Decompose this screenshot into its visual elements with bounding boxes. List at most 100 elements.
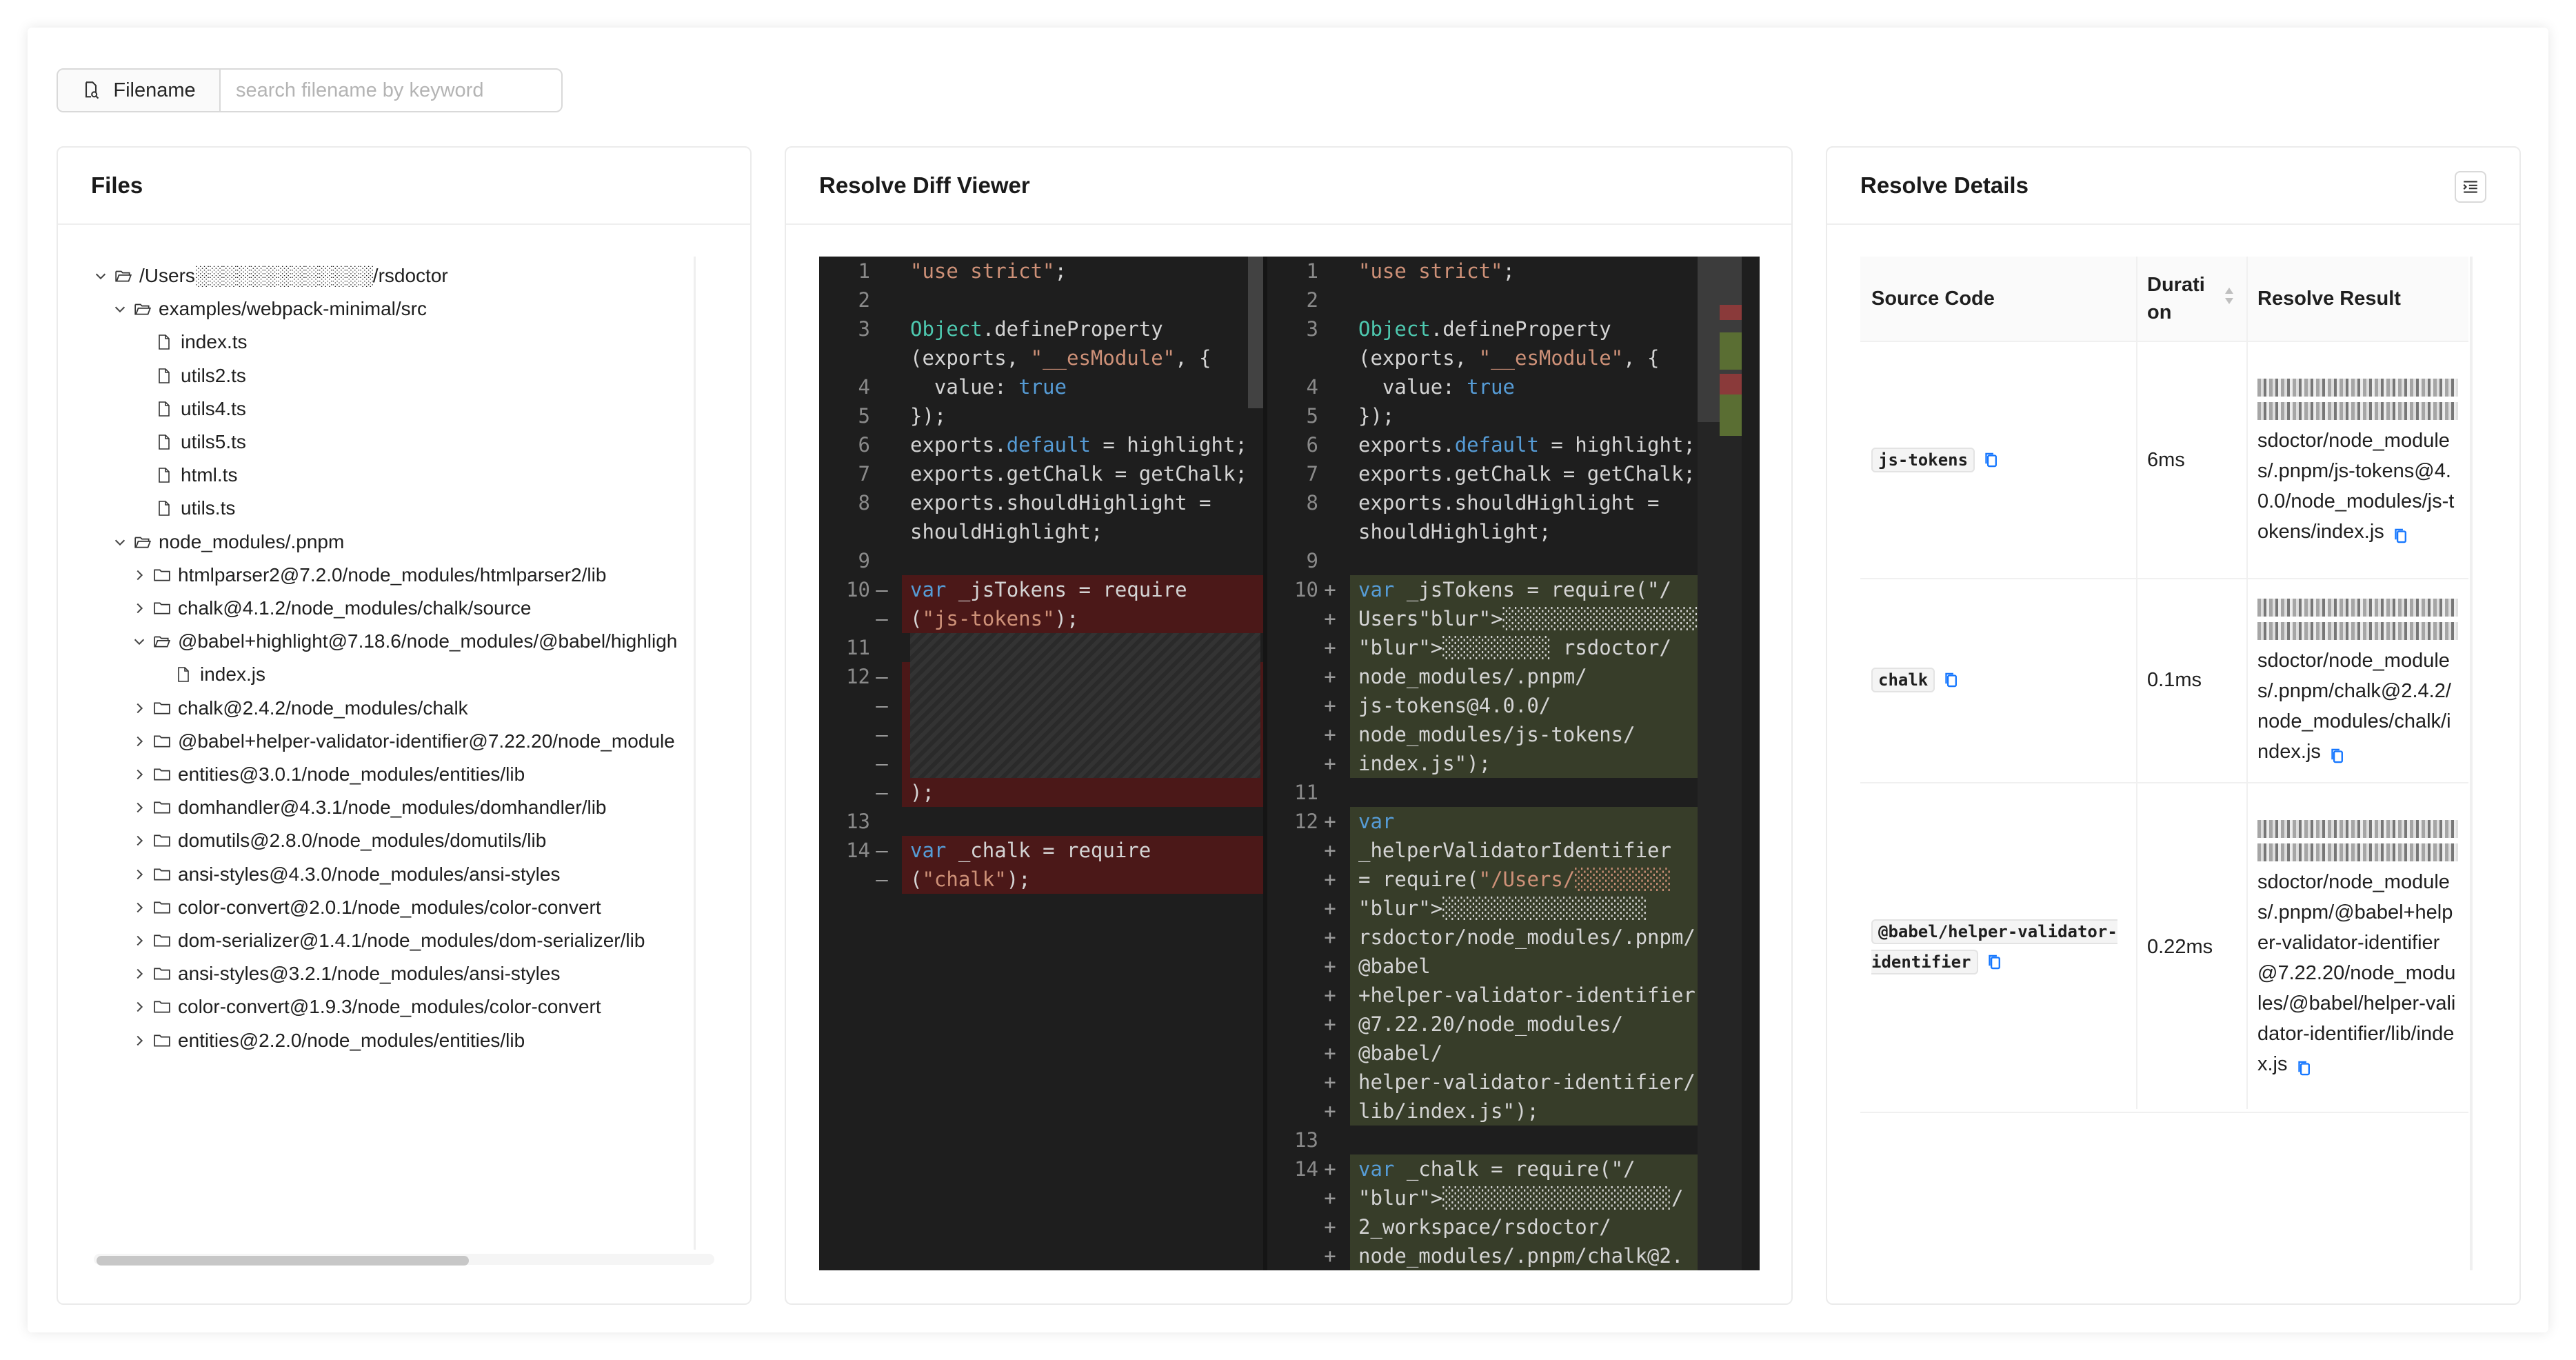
tree-node[interactable]: domutils@2.8.0/node_modules/domutils/lib xyxy=(131,824,546,857)
chevron-right-icon[interactable] xyxy=(131,832,148,849)
line-number: 12 xyxy=(846,665,870,688)
code-line: var _jsTokens = require xyxy=(910,578,1187,601)
diff-marker: + xyxy=(1324,839,1336,862)
diff-marker xyxy=(1320,459,1340,488)
tree-node[interactable]: ansi-styles@3.2.1/node_modules/ansi-styl… xyxy=(131,957,560,990)
table-vscroll[interactable] xyxy=(2470,257,2473,1270)
chevron-right-icon[interactable] xyxy=(131,899,148,916)
line-number xyxy=(819,343,870,372)
diff-marker: + xyxy=(1324,723,1336,746)
tree-node[interactable]: entities@3.0.1/node_modules/entities/lib xyxy=(131,758,525,791)
tree-node[interactable]: @babel+helper-validator-identifier@7.22.… xyxy=(131,725,675,758)
chevron-right-icon[interactable] xyxy=(131,600,148,617)
copy-icon[interactable] xyxy=(2296,1056,2311,1076)
copy-icon[interactable] xyxy=(1983,451,1998,469)
chevron-down-icon[interactable] xyxy=(131,633,148,650)
filename-addon-label: Filename xyxy=(113,79,196,101)
chevron-right-icon[interactable] xyxy=(131,700,148,717)
code-line: shouldHighlight; xyxy=(910,520,1103,543)
copy-icon[interactable] xyxy=(1943,671,1958,689)
diff-marker xyxy=(872,343,892,372)
folder-icon xyxy=(153,566,171,584)
tree-hscroll-thumb[interactable] xyxy=(97,1256,469,1266)
tree-node[interactable]: index.js xyxy=(175,658,265,691)
tree-node[interactable]: entities@2.2.0/node_modules/entities/lib xyxy=(131,1024,525,1057)
toggle-layout-button[interactable] xyxy=(2455,171,2486,203)
copy-icon[interactable] xyxy=(2393,523,2408,543)
line-number xyxy=(1267,662,1318,691)
line-number: 6 xyxy=(858,433,870,457)
sort-icon[interactable] xyxy=(2223,286,2235,312)
indent-icon xyxy=(2463,181,2477,193)
chevron-right-icon[interactable] xyxy=(131,866,148,883)
copy-icon[interactable] xyxy=(1986,953,2002,971)
tree-node[interactable]: utils2.ts xyxy=(156,359,246,392)
tree-node-label: chalk@2.4.2/node_modules/chalk xyxy=(178,697,468,719)
tree-node-label: utils5.ts xyxy=(181,431,246,452)
line-number: 5 xyxy=(1306,404,1318,428)
folder-open-icon xyxy=(153,632,171,650)
left-pane-scrollbar[interactable] xyxy=(1248,257,1263,408)
tree-node[interactable]: dom-serializer@1.4.1/node_modules/dom-se… xyxy=(131,924,645,957)
resolve-result-text: sdoctor/node_modules/.pnpm/@babel+helper… xyxy=(2257,871,2456,1075)
redacted-path xyxy=(2257,622,2457,640)
tree-node[interactable]: examples/webpack-minimal/src xyxy=(112,292,427,326)
tree-vscroll-track[interactable] xyxy=(694,257,696,1250)
line-number: 12 xyxy=(1294,810,1318,833)
diff-marker xyxy=(1320,488,1340,517)
tree-node[interactable]: color-convert@2.0.1/node_modules/color-c… xyxy=(131,891,601,924)
tree-node[interactable]: utils4.ts xyxy=(156,392,246,426)
chevron-right-icon[interactable] xyxy=(131,966,148,982)
chevron-right-icon[interactable] xyxy=(131,733,148,750)
chevron-right-icon[interactable] xyxy=(131,932,148,949)
tree-node[interactable]: chalk@4.1.2/node_modules/chalk/source xyxy=(131,592,532,625)
diff-marker: – xyxy=(876,578,888,601)
chevron-down-icon[interactable] xyxy=(112,534,128,550)
chevron-down-icon[interactable] xyxy=(112,301,128,317)
tree-node[interactable]: htmlparser2@7.2.0/node_modules/htmlparse… xyxy=(131,559,606,592)
chevron-right-icon[interactable] xyxy=(131,567,148,583)
tree-node[interactable]: index.ts xyxy=(156,326,248,359)
chevron-right-icon[interactable] xyxy=(131,799,148,816)
code-line: = require("/Users/░░░░░░░░ xyxy=(1358,868,1671,891)
resolve-result-text: sdoctor/node_modules/.pnpm/chalk@2.4.2/n… xyxy=(2257,650,2451,763)
copy-icon[interactable] xyxy=(2329,743,2344,763)
column-header[interactable]: Durati on xyxy=(2136,257,2246,342)
search-input[interactable] xyxy=(221,70,561,111)
tree-node[interactable]: utils5.ts xyxy=(156,426,246,459)
chevron-right-icon[interactable] xyxy=(131,766,148,783)
resolve-result-text: sdoctor/node_modules/.pnpm/js-tokens@4.0… xyxy=(2257,430,2455,543)
diff-marker: + xyxy=(1324,1070,1336,1094)
tree-node[interactable]: utils.ts xyxy=(156,492,235,525)
tree-node[interactable]: node_modules/.pnpm xyxy=(112,526,344,559)
tree-node[interactable]: /Users░░░░░░░░░░░░░/rsdoctor xyxy=(92,259,448,292)
tree-node[interactable]: chalk@2.4.2/node_modules/chalk xyxy=(131,692,468,725)
line-number xyxy=(1267,836,1318,865)
chevron-right-icon[interactable] xyxy=(131,1032,148,1049)
line-number xyxy=(1267,865,1318,894)
diff-overview-mark xyxy=(1720,332,1742,370)
tree-node-label: @babel+helper-validator-identifier@7.22.… xyxy=(178,730,675,752)
tree-node[interactable]: html.ts xyxy=(156,459,237,492)
diff-marker xyxy=(872,546,892,575)
tree-node[interactable]: ansi-styles@4.3.0/node_modules/ansi-styl… xyxy=(131,858,560,891)
chevron-down-icon[interactable] xyxy=(92,268,109,284)
code-line: Users"blur">░░░░░░░░░░░░░░░░░░░ xyxy=(1358,607,1698,630)
chevron-right-icon[interactable] xyxy=(131,999,148,1015)
tree-node[interactable]: color-convert@1.9.3/node_modules/color-c… xyxy=(131,990,601,1023)
tree-node[interactable]: domhandler@4.3.1/node_modules/domhandler… xyxy=(131,791,607,824)
file-icon xyxy=(156,433,174,451)
tree-node-label: color-convert@2.0.1/node_modules/color-c… xyxy=(178,896,601,918)
source-code-wrap: chalk xyxy=(1871,666,1958,694)
deleted-block xyxy=(902,575,1267,633)
diff-overview-mark xyxy=(1720,374,1742,394)
files-panel: Files xyxy=(57,146,752,1305)
tree-node[interactable]: @babel+highlight@7.18.6/node_modules/@ba… xyxy=(131,625,677,658)
line-number xyxy=(819,604,870,633)
code-line: ("js-tokens"); xyxy=(910,607,1079,630)
line-number: 2 xyxy=(1306,288,1318,312)
diff-marker: + xyxy=(1324,636,1336,659)
